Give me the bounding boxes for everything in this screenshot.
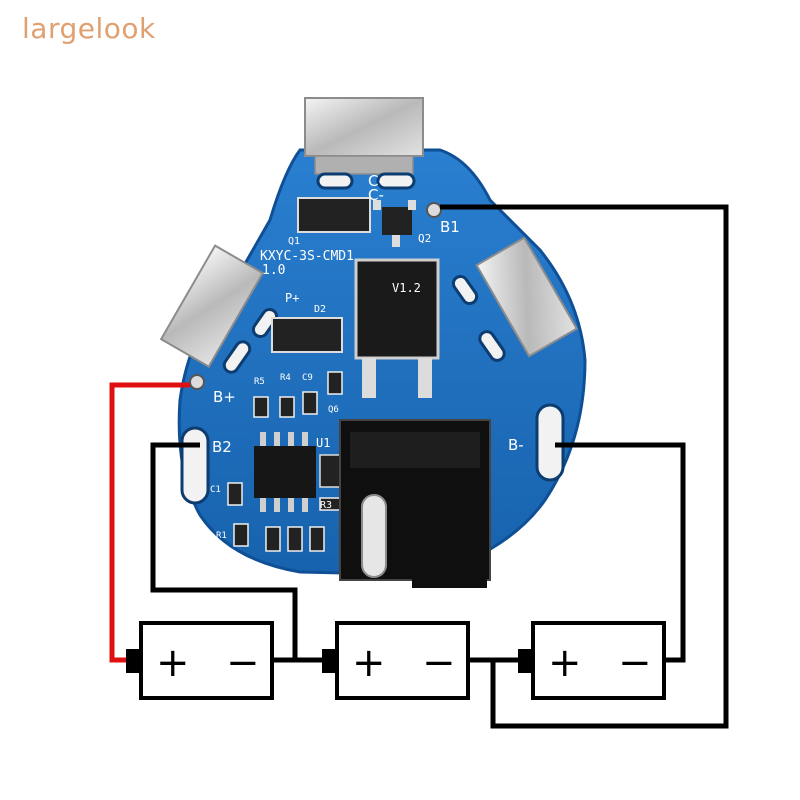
pad-label-c-minus-2: C- — [368, 186, 384, 204]
cell-2-minus: − — [422, 640, 456, 686]
wires-black — [150, 204, 729, 729]
board-version-right: V1.2 — [392, 281, 421, 295]
board-model-label: KXYC-3S-CMD1 — [260, 249, 354, 264]
cell-3-minus: − — [618, 640, 652, 686]
right-metal-tab — [475, 236, 579, 358]
comp-label-r5: R5 — [254, 377, 265, 387]
comp-label-q1: Q1 — [288, 236, 300, 247]
top-metal-tab — [304, 97, 424, 175]
left-metal-tab — [159, 244, 265, 368]
pad-label-b-minus: B- — [508, 436, 524, 454]
board-version-left: 1.0 — [262, 263, 285, 278]
solder-holes — [189, 202, 442, 390]
components — [227, 197, 491, 588]
battery-cell-1: + − — [126, 621, 274, 700]
wire-b1-loop — [440, 204, 729, 729]
comp-label-r4: R4 — [280, 373, 291, 383]
pad-label-c-minus-1: C- — [368, 172, 384, 190]
comp-label-p-plus: P+ — [285, 291, 299, 305]
wire-b2 — [150, 442, 298, 660]
comp-label-q6: Q6 — [328, 405, 339, 415]
comp-label-q2: Q2 — [418, 232, 431, 245]
comp-label-u1: U1 — [316, 436, 330, 450]
comp-label-c1: C1 — [210, 485, 221, 495]
comp-label-d2: D2 — [314, 304, 326, 315]
pad-label-b1: B1 — [440, 218, 460, 236]
slot-pads — [180, 172, 565, 572]
comp-label-c9: C9 — [302, 373, 313, 383]
silkscreen-labels: C- C- B1 B+ B2 B- KXYC-3S-CMD1 1.0 V1.2 … — [210, 172, 524, 541]
battery-cell-2: + − — [322, 621, 470, 700]
cell-1-minus: − — [226, 640, 260, 686]
wire-b-plus — [109, 382, 190, 663]
pad-label-b-plus: B+ — [213, 388, 236, 406]
cell-3-plus: + — [548, 640, 582, 686]
pad-label-b2: B2 — [212, 438, 232, 456]
comp-label-r3: R3 — [320, 500, 332, 511]
cell-1-plus: + — [156, 640, 190, 686]
battery-cell-3: + − — [518, 621, 666, 700]
cell-2-plus: + — [352, 640, 386, 686]
brand-watermark: largelook — [22, 12, 156, 45]
comp-label-r1: R1 — [216, 531, 227, 541]
wire-b-minus — [555, 442, 686, 663]
